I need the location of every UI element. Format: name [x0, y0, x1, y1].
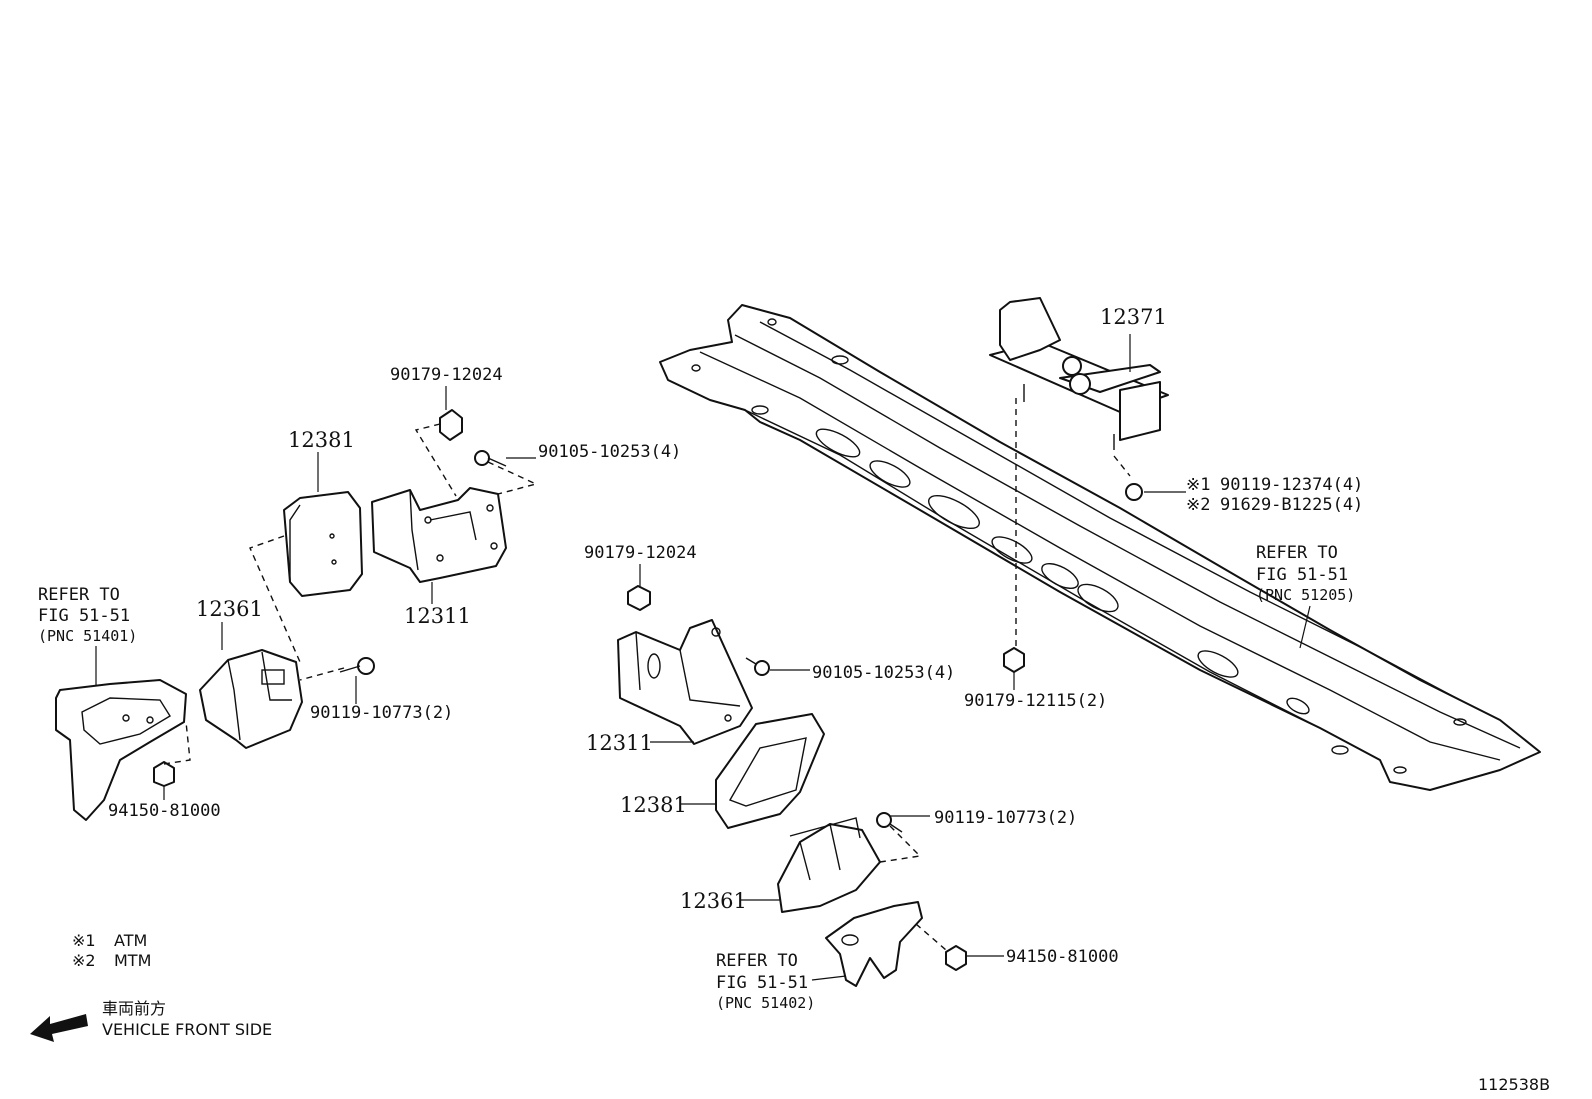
frame-crossmember	[659, 304, 1541, 791]
label-90179-12024-right: 90179-12024	[584, 543, 697, 563]
insulator-12381-right	[715, 713, 825, 829]
engine-bracket-left	[55, 679, 187, 821]
rear-mount-12371	[989, 297, 1169, 450]
label-12381-left: 12381	[288, 428, 355, 452]
label-91629-b1225: 91629-B1225(4)	[1220, 495, 1363, 515]
label-90119-12374: 90119-12374(4)	[1220, 475, 1363, 495]
mount-12361-left	[199, 649, 303, 749]
legend: ※1 ATM ※2 MTM 車両前方 VEHICLE FRONT SIDE	[30, 931, 272, 1042]
label-12311-right: 12311	[586, 731, 653, 755]
part-labels: 90179-12024 90105-10253(4) 12381 12311 1…	[38, 305, 1363, 1012]
refer-left-line1: REFER TO	[38, 585, 120, 605]
bracket-12311-left	[371, 487, 507, 583]
legend-mtm: MTM	[114, 951, 151, 970]
engine-bracket-right	[825, 901, 923, 987]
label-atm-mark: ※1	[1186, 475, 1210, 495]
legend-mark2: ※2	[72, 951, 96, 970]
label-12381-right: 12381	[620, 793, 687, 817]
label-12311-left: 12311	[404, 604, 471, 628]
label-12361-left: 12361	[196, 597, 263, 621]
leader-lines	[95, 334, 1311, 981]
label-94150-81000-left: 94150-81000	[108, 801, 221, 821]
refer-bottom-line1: REFER TO	[716, 951, 798, 971]
legend-atm: ATM	[114, 931, 147, 950]
fasteners-right	[627, 483, 1143, 971]
label-90105-10253-left: 90105-10253(4)	[538, 442, 681, 462]
label-12371: 12371	[1100, 305, 1167, 329]
refer-right-line2: FIG 51-51	[1256, 565, 1348, 585]
label-90179-12115: 90179-12115(2)	[964, 691, 1107, 711]
label-90179-12024-left: 90179-12024	[390, 365, 503, 385]
front-label-jp: 車両前方	[102, 999, 166, 1018]
figure-id: 112538B	[1478, 1075, 1550, 1094]
alignment-lines	[163, 398, 1131, 951]
front-label-en: VEHICLE FRONT SIDE	[102, 1020, 272, 1039]
label-mtm-mark: ※2	[1186, 495, 1210, 515]
refer-left-line3: (PNC 51401)	[38, 627, 137, 645]
refer-right-line1: REFER TO	[1256, 543, 1338, 563]
legend-mark1: ※1	[72, 931, 96, 950]
insulator-12381-left	[283, 491, 363, 597]
label-94150-81000-right: 94150-81000	[1006, 947, 1119, 967]
label-90119-10773-left: 90119-10773(2)	[310, 703, 453, 723]
mount-12361-right	[777, 817, 881, 913]
refer-bottom-line3: (PNC 51402)	[716, 994, 815, 1012]
label-90119-10773-right: 90119-10773(2)	[934, 808, 1077, 828]
fasteners-left	[153, 409, 507, 787]
refer-bottom-line2: FIG 51-51	[716, 973, 808, 993]
bracket-12311-right	[617, 619, 753, 745]
front-arrow-icon	[30, 1014, 88, 1042]
label-12361-right: 12361	[680, 889, 747, 913]
refer-right-line3: (PNC 51205)	[1256, 586, 1355, 604]
label-90105-10253-right: 90105-10253(4)	[812, 663, 955, 683]
refer-left-line2: FIG 51-51	[38, 606, 130, 626]
